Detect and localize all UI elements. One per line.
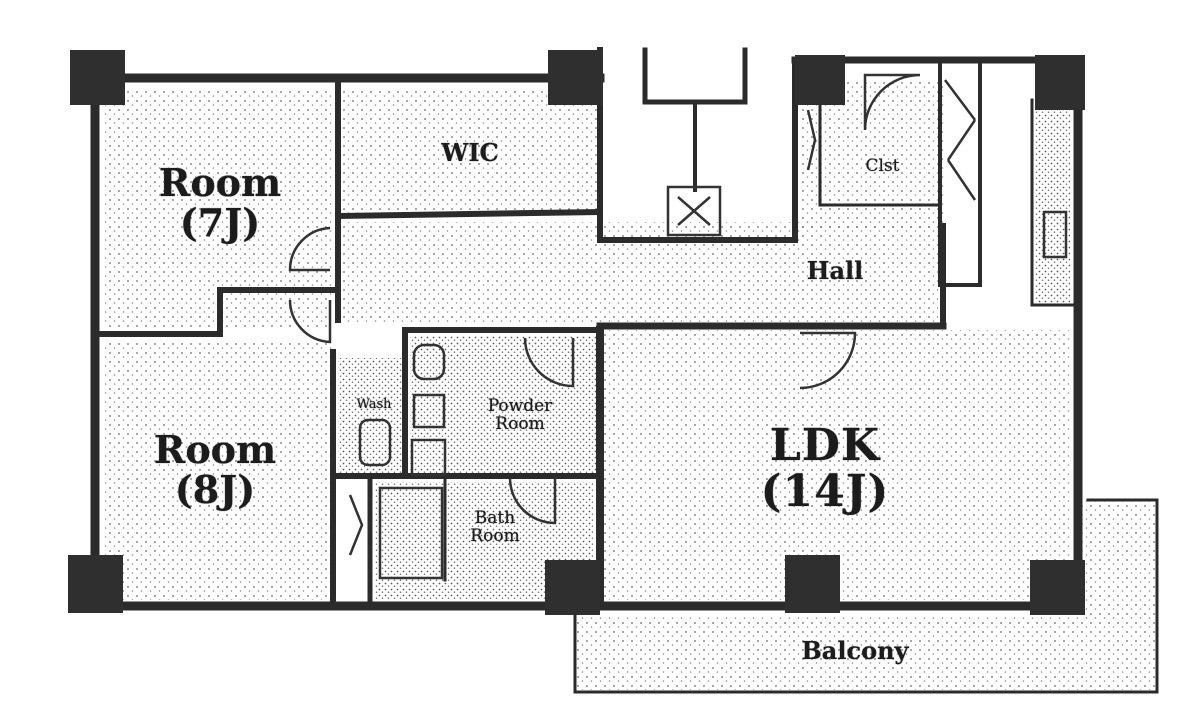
column-bottom-ldk <box>785 555 840 613</box>
clst-label: Clst <box>865 156 900 176</box>
bath-room-label: Bath Room <box>470 508 520 546</box>
shelf-zigzag-icon <box>944 79 977 201</box>
pipe-shaft-cross-icon <box>677 196 711 226</box>
wash-label: Wash <box>356 397 392 412</box>
column-top-right-b <box>1035 55 1085 110</box>
door-bath-room <box>508 477 557 525</box>
powder-room-area <box>410 335 598 475</box>
column-bottom-left <box>68 555 123 613</box>
pipe-shaft <box>666 185 722 237</box>
powder-room-label: Powder Room <box>487 396 553 434</box>
column-top-right-a <box>795 55 845 105</box>
door-room-7 <box>288 226 331 272</box>
wic-area <box>343 88 598 213</box>
balcony-side-area <box>1080 500 1155 618</box>
ldk-label: LDK (14J) <box>760 420 890 518</box>
bath-rail-icon <box>348 494 364 556</box>
balcony-label: Balcony <box>801 636 909 665</box>
door-swings <box>288 73 921 525</box>
walls <box>90 47 1159 694</box>
room-8-area <box>105 340 333 600</box>
stove-fixture <box>1042 210 1068 259</box>
structural-columns <box>68 50 1085 615</box>
door-room-8 <box>288 299 332 344</box>
hall-label: Hall <box>806 256 864 285</box>
bathtub-fixture <box>378 486 444 580</box>
washer-box <box>410 438 447 477</box>
column-top-left <box>70 50 125 105</box>
column-bottom-right <box>1030 560 1085 615</box>
closet-rail-icon <box>806 109 817 171</box>
wic-label: WIC <box>441 138 499 167</box>
wash-area <box>338 358 408 476</box>
door-powder-room <box>523 337 575 388</box>
door-ldk <box>799 331 857 390</box>
kitchen-counter-area <box>1035 110 1070 305</box>
column-bottom-mid <box>545 560 600 615</box>
sink-fixture <box>412 393 446 429</box>
room-8-label: Room (8J) <box>153 427 277 512</box>
room-7-label: Room (7J) <box>158 160 282 245</box>
balcony-area <box>575 615 1155 690</box>
column-top-mid <box>548 50 603 105</box>
door-clst <box>863 73 921 131</box>
washbasin-fixture <box>358 418 392 467</box>
toilet-fixture <box>412 343 446 381</box>
fixtures <box>348 79 1068 580</box>
